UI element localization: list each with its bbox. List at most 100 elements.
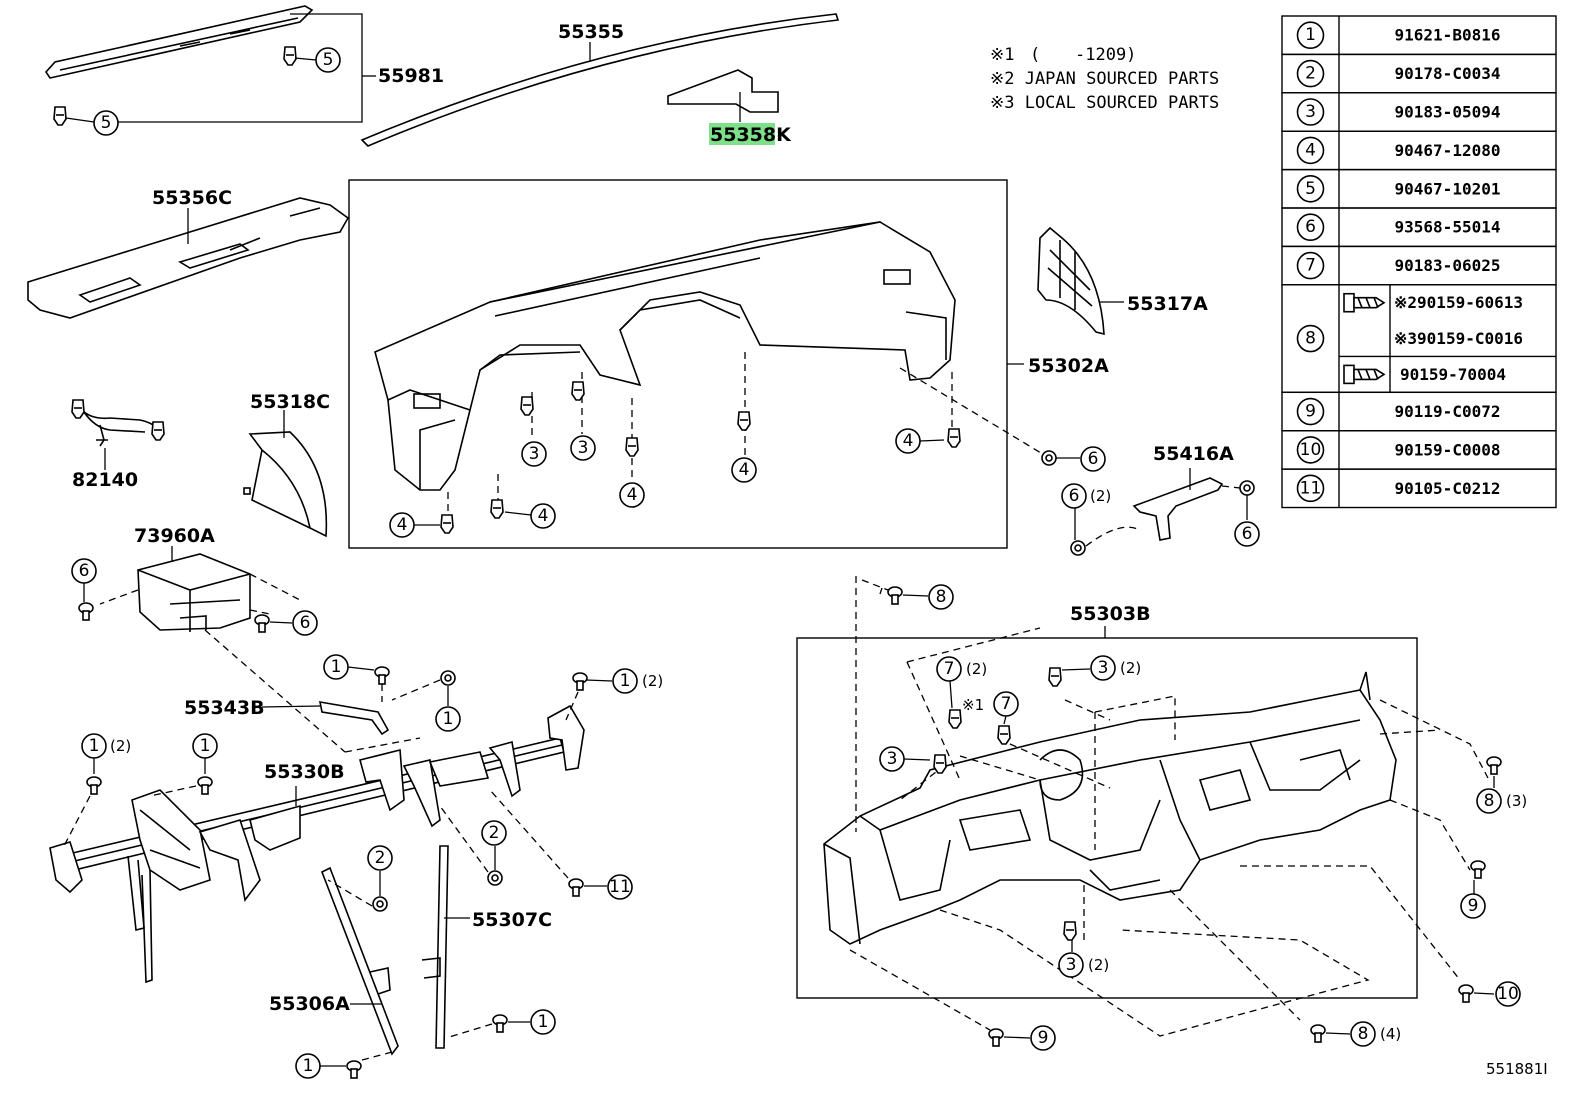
part-55307C: 1 [421,845,556,1049]
table-part-number: 93568-55014 [1395,218,1501,237]
svg-text:5: 5 [101,113,112,133]
table-callout-number: 8 [1305,329,1316,349]
notes-block: ※1 ( -1209) ※2 JAPAN SOURCED PARTS ※3 LO… [990,45,1219,113]
part-55330B [49,704,585,984]
label-55981: 55981 [378,65,444,87]
label-55317A: 55317A [1127,293,1208,315]
svg-text:(2): (2) [1120,659,1141,677]
table-callout-circle [1296,175,1325,203]
bolt-icon [1343,364,1386,385]
svg-text:4: 4 [397,515,408,535]
highlight-55358K [709,123,775,145]
table-callout-number: 9 [1305,402,1316,422]
callouts-55302A: 3 3 4 4 4 4 4 [389,428,945,538]
svg-text:3: 3 [578,438,589,458]
table-row: 6 93568-55014 [1281,207,1557,248]
svg-text:3: 3 [1098,658,1109,678]
table-callout-number: 5 [1305,179,1316,199]
note-1-mark: ※1 [990,45,1014,65]
table-callout-circle [1296,21,1325,50]
svg-text:1: 1 [89,736,100,756]
table-part-number: 90105-C0212 [1395,479,1501,498]
svg-text:6: 6 [300,613,311,633]
table-part-number: 90183-06025 [1395,256,1501,275]
table-callout-number: 3 [1305,102,1316,122]
part-55981 [44,5,376,126]
table-part-number: 90159-C0008 [1395,440,1501,459]
bolt-icon [1343,292,1386,313]
svg-text:4: 4 [538,506,549,526]
callout-5-top: 5 [315,47,341,73]
label-55343B: 55343B [184,697,265,719]
table-part-number: ※290159-60613 [1394,293,1523,312]
table-row: 1 91621-B0816 [1281,15,1557,56]
part-55358K [667,69,779,122]
note-3: ※3 LOCAL SOURCED PARTS [990,93,1219,113]
table-callout-number: 6 [1305,217,1316,237]
svg-text:3: 3 [887,749,898,769]
svg-text:2: 2 [489,823,500,843]
dashes-55303B [849,576,1489,1037]
svg-text:6: 6 [79,561,90,581]
svg-text:2: 2 [375,848,386,868]
svg-text:11: 11 [609,877,631,897]
part-55317A [1037,226,1124,336]
fasteners-55303B: 8 7 (2) ※1 7 3 (2) 3 3 (2) 8 (3) 9 10 8 [861,579,1527,1051]
table-part-number: 91621-B0816 [1395,26,1501,45]
svg-text:(2): (2) [1088,956,1109,974]
svg-text:(4): (4) [1380,1025,1401,1043]
part-55302A [374,221,956,491]
table-callout-number: 1 [1305,25,1316,45]
table-part-number: ※390159-C0016 [1394,329,1523,348]
box-55303B [796,637,1418,999]
table-part-number: 90183-05094 [1395,103,1501,122]
table-part-number: 90178-C0034 [1395,64,1501,83]
part-55355 [360,13,840,147]
part-55416A: 6 6 (2) [1061,468,1260,556]
part-55306A: 2 1 [295,845,399,1079]
svg-text:(2): (2) [642,672,663,690]
fasteners-55330B: 1 (2) 1 1 (2) 2 11 [63,668,663,900]
table-callout-circle [1296,324,1325,353]
part-55318C [243,410,328,538]
table-part-number: 90119-C0072 [1395,402,1501,421]
svg-text:(2): (2) [1090,487,1111,505]
svg-text:6: 6 [1242,524,1253,544]
svg-text:3: 3 [1066,955,1077,975]
clips-55302A [440,381,961,534]
table-callout-circle [1296,213,1325,241]
table-callout-circle [1296,59,1325,88]
part-82140 [71,399,165,470]
bolt-6-right: 6 [899,367,1106,472]
svg-text:8: 8 [1484,791,1495,811]
label-55358K: 55358K [710,124,792,146]
table-callout-circle [1296,98,1325,126]
svg-text:1: 1 [200,736,211,756]
svg-text:6: 6 [1088,449,1099,469]
svg-text:(3): (3) [1506,792,1527,810]
svg-text:(2): (2) [110,737,131,755]
label-55318C: 55318C [250,391,330,413]
table-callout-number: 10 [1300,440,1322,460]
svg-text:1: 1 [303,1056,314,1076]
label-55330B: 55330B [264,761,345,783]
svg-text:8: 8 [1358,1024,1369,1044]
label-55356C: 55356C [152,187,232,209]
svg-text:7: 7 [1001,694,1012,714]
svg-text:4: 4 [627,485,638,505]
table-callout-circle [1296,474,1325,503]
part-55343B: 1 1 [261,654,461,736]
label-55355: 55355 [558,21,624,43]
note-1-open: ( [1030,45,1040,65]
label-55307C: 55307C [472,909,552,931]
label-55303B: 55303B [1070,603,1151,625]
svg-text:1: 1 [538,1012,549,1032]
svg-text:9: 9 [1038,1028,1049,1048]
reference-code: 551881I [1486,1060,1548,1078]
